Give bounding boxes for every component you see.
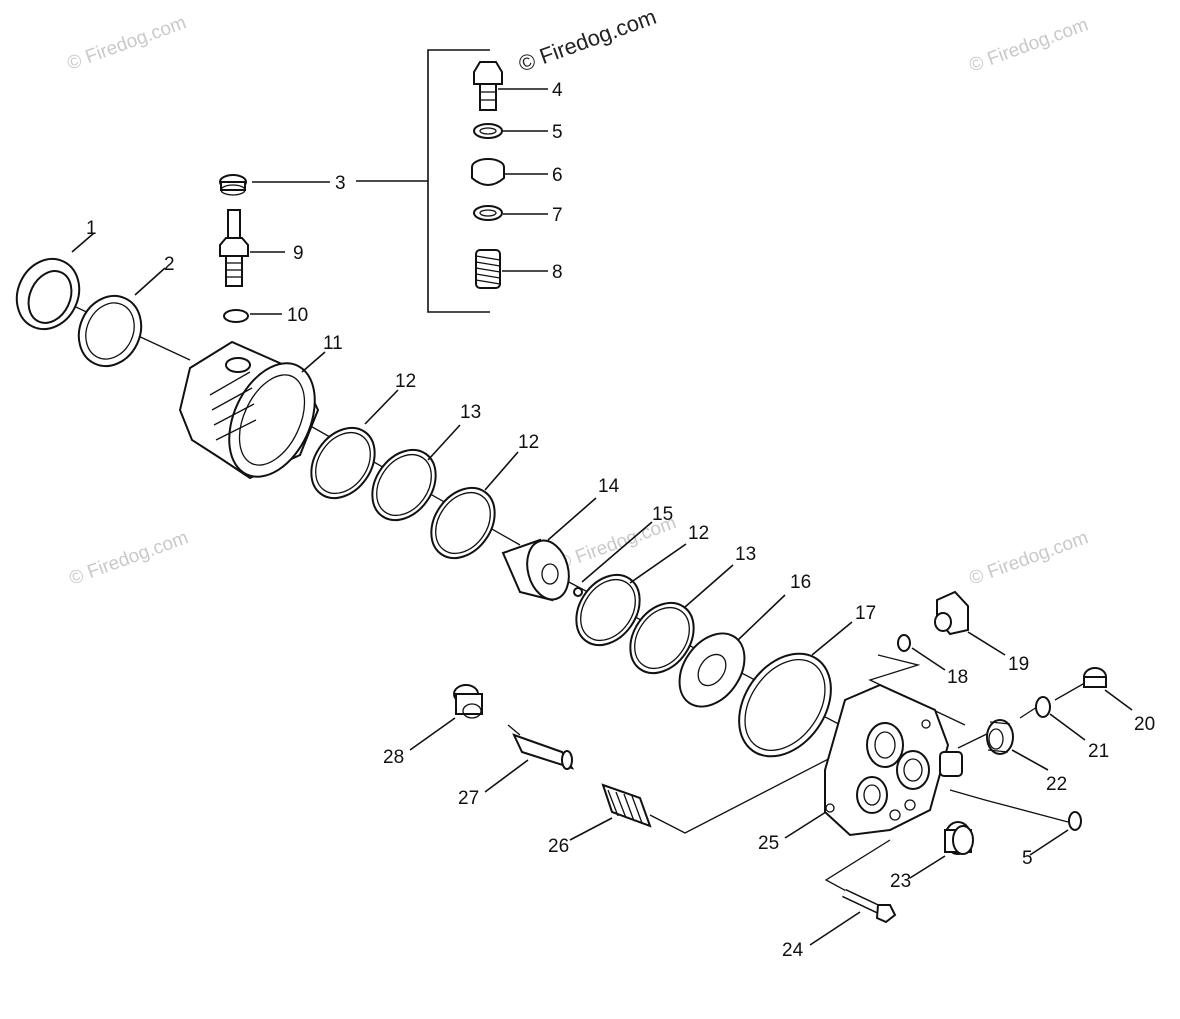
part-27-plunger xyxy=(507,724,575,770)
callout-26: 26 xyxy=(548,836,569,857)
part-5-washer xyxy=(473,123,503,139)
part-8-spring xyxy=(475,249,501,289)
callout-7: 7 xyxy=(552,205,563,226)
callout-18: 18 xyxy=(947,667,968,688)
callout-17: 17 xyxy=(855,603,876,624)
part-1-bearing xyxy=(15,257,81,331)
part-26-spring xyxy=(601,783,652,828)
part-7-washer xyxy=(473,205,503,221)
callout-13: 13 xyxy=(735,544,756,565)
part-13-ring xyxy=(371,448,437,522)
part-4-bolt xyxy=(473,61,503,111)
callout-9: 9 xyxy=(293,243,304,264)
part-15-ball xyxy=(573,587,583,597)
callout-12: 12 xyxy=(518,432,539,453)
part-23-bushing xyxy=(944,821,974,855)
leader-lines xyxy=(71,88,1133,946)
callout-14: 14 xyxy=(598,476,620,497)
part-19-plug xyxy=(934,590,969,636)
callout-1: 1 xyxy=(86,218,97,239)
copyright-text: © Firedog.com xyxy=(515,4,659,77)
watermark: © Firedog.com xyxy=(67,527,192,589)
callout-22: 22 xyxy=(1046,774,1067,795)
callout-11: 11 xyxy=(323,333,343,354)
part-12-ring xyxy=(430,486,496,560)
part-11-housing xyxy=(178,340,320,480)
part-12-ring xyxy=(575,573,641,647)
callout-5: 5 xyxy=(1022,848,1033,869)
callout-28: 28 xyxy=(383,747,404,768)
callout-23: 23 xyxy=(890,871,911,892)
part-12-ring xyxy=(310,426,376,500)
callout-27: 27 xyxy=(458,788,479,809)
callout-24: 24 xyxy=(782,940,804,961)
callout-12: 12 xyxy=(688,523,709,544)
watermark: © Firedog.com xyxy=(65,12,190,74)
part-28-cap xyxy=(453,684,483,719)
part-17-gasket xyxy=(738,652,832,758)
callout-2: 2 xyxy=(164,254,175,275)
callout-8: 8 xyxy=(552,262,563,283)
part-2-ring xyxy=(77,294,143,368)
callout-21: 21 xyxy=(1088,741,1109,762)
part-24-bolt xyxy=(842,888,897,924)
callout-3: 3 xyxy=(335,173,346,194)
callout-13: 13 xyxy=(460,402,481,423)
callout-5: 5 xyxy=(552,122,563,143)
callout-6: 6 xyxy=(552,165,563,186)
part-20-cap xyxy=(1083,667,1107,688)
watermarks: © Firedog.com © Firedog.com © Firedog.co… xyxy=(65,12,1092,589)
part-18-oring xyxy=(897,634,911,652)
watermark: © Firedog.com xyxy=(967,14,1092,76)
callout-19: 19 xyxy=(1008,654,1029,675)
callout-12: 12 xyxy=(395,371,416,392)
part-14-piston xyxy=(501,538,570,602)
callout-25: 25 xyxy=(758,833,779,854)
part-3-cap xyxy=(219,174,247,196)
callout-4: 4 xyxy=(552,80,563,101)
callout-15: 15 xyxy=(652,504,673,525)
part-9-fitting xyxy=(219,209,249,287)
part-16-washer xyxy=(678,632,746,708)
callout-16: 16 xyxy=(790,572,811,593)
part-5-oring xyxy=(1068,811,1082,831)
part-25-manifold xyxy=(824,683,963,837)
part-22-nut xyxy=(986,719,1014,755)
part-6-nut xyxy=(471,158,505,186)
part-10-oring xyxy=(223,309,249,323)
part-13-ring xyxy=(629,601,695,675)
watermark: © Firedog.com xyxy=(967,527,1092,589)
part-21-oring xyxy=(1035,696,1051,718)
callout-10: 10 xyxy=(287,305,308,326)
callout-20: 20 xyxy=(1134,714,1155,735)
callout-labels: 1 2 3 4 5 6 7 8 9 10 11 12 13 12 14 15 1… xyxy=(86,80,1155,961)
